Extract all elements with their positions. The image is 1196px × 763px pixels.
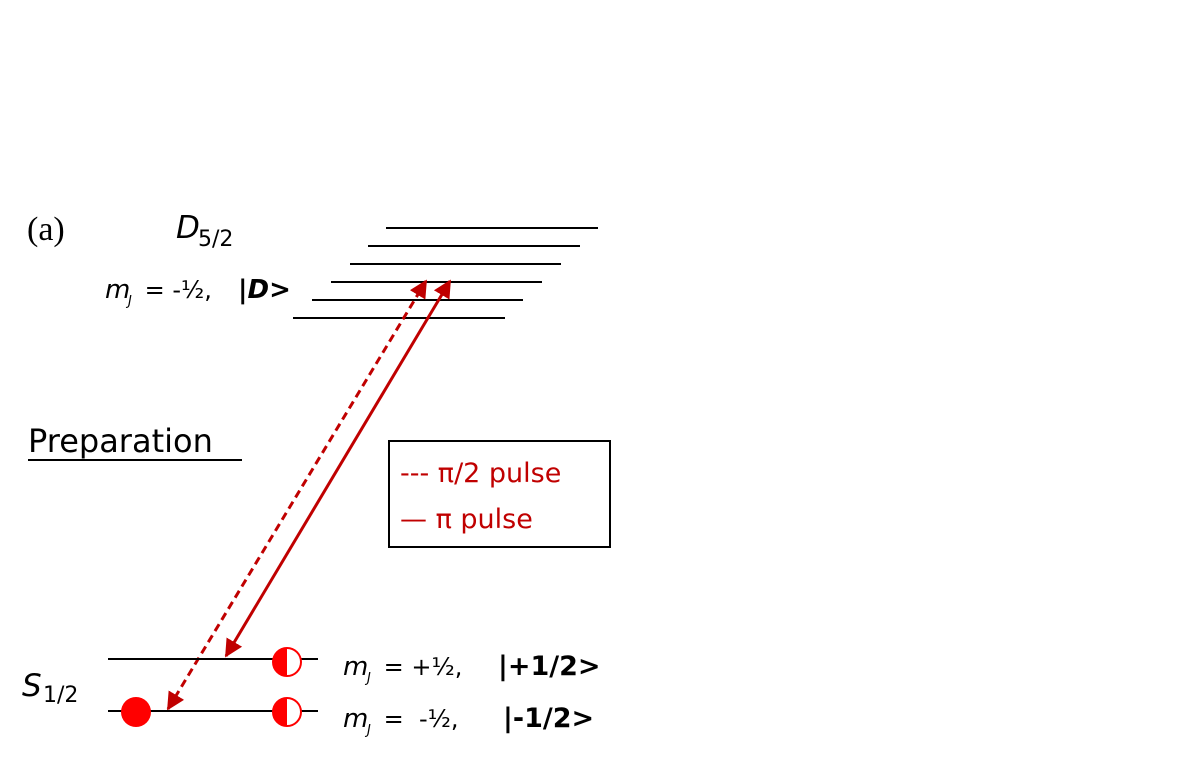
s-lower-ket: |-1/2>	[503, 703, 594, 734]
panel-label: (a)	[27, 211, 65, 248]
s-upper-ket: |+1/2>	[498, 651, 601, 682]
legend-half-pi: --- π/2 pulse	[400, 458, 561, 489]
full-population-marker	[121, 697, 151, 727]
s-upper-mj-value: = +½,	[376, 653, 470, 681]
d-mj-value: = -½,	[137, 276, 220, 304]
d-ket: |D>	[238, 275, 291, 305]
preparation-label: Preparation	[28, 422, 213, 460]
d-sublevels	[293, 227, 598, 319]
half-pi-pulse-arrow	[166, 279, 428, 711]
half-population-marker-upper	[272, 647, 302, 677]
legend-box	[388, 440, 611, 548]
s-lower-mj-subscript: J	[364, 723, 371, 738]
s-lower-mj-symbol: m	[343, 704, 368, 734]
s-level-symbol: S	[22, 668, 42, 704]
half-population-marker-lower	[272, 697, 302, 727]
pi-pulse-arrow	[224, 279, 452, 658]
s-lower-mj-value: = -½,	[376, 705, 466, 733]
d-mj-subscript: J	[125, 294, 132, 309]
legend-pi: — π pulse	[400, 504, 533, 535]
s-upper-mj-symbol: m	[343, 652, 368, 682]
d-level-subscript: 5/2	[198, 227, 233, 252]
d-mj-symbol: m	[105, 275, 130, 305]
d-level-symbol: D	[176, 210, 200, 246]
s-level-subscript: 1/2	[43, 683, 78, 708]
s-upper-mj-subscript: J	[364, 671, 371, 686]
